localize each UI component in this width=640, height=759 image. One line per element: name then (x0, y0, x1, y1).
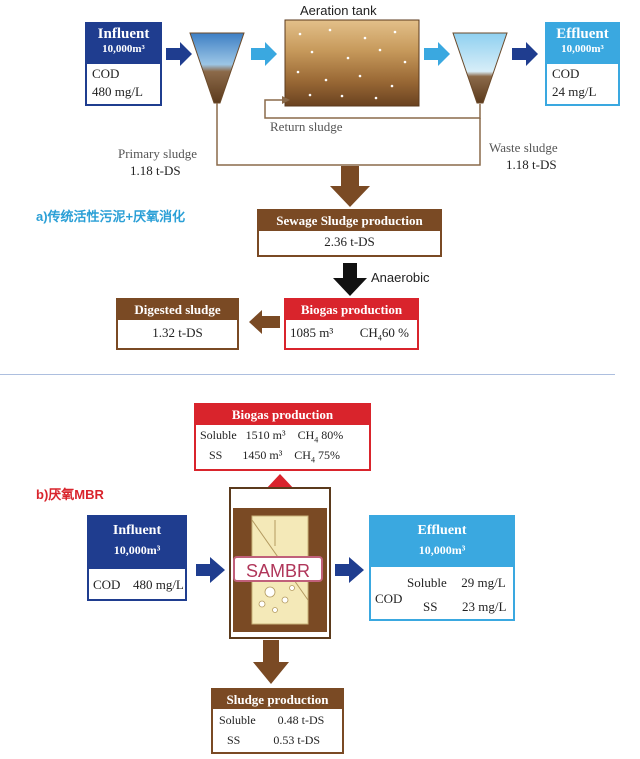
biogas-title-a: Biogas production (286, 300, 417, 320)
biogas-row-ch4: CH (294, 448, 311, 463)
reactor-bubbles (258, 585, 295, 613)
biogas-volume-a: 1085 m³ (290, 325, 334, 340)
biogas-title-b: Biogas production (196, 405, 369, 425)
sludge-row-soluble: Soluble 0.48 t-DS (213, 709, 342, 728)
effluent-flow-b: 10,000m³ (418, 543, 466, 557)
primary-clarifier (189, 32, 245, 104)
panel-a-label: a)传统活性污泥+厌氧消化 (36, 209, 186, 224)
influent-box-b: Influent 10,000m³ COD 480 mg/L (87, 515, 187, 601)
influent-param-b: COD (93, 577, 121, 592)
influent-value-b: 480 mg/L (132, 577, 184, 592)
anaerobic-arrow (333, 263, 367, 296)
flow-arrow-4 (512, 42, 538, 66)
aeration-tank (284, 19, 420, 107)
influent-title-b: Influent (112, 523, 162, 538)
biogas-ch4-label-a: CH (359, 325, 378, 340)
effluent-box-a: Effluent 10,000m³ COD 24 mg/L (545, 22, 620, 106)
effluent-title-b: Effluent (417, 523, 467, 538)
biogas-row-ch4: CH (297, 428, 315, 442)
biogas-row-volume: 1510 m³ (245, 428, 286, 442)
sludge-production-box: Sludge production Soluble 0.48 t-DS SS 0… (211, 688, 344, 754)
biogas-ch4-value-a: 60 % (381, 325, 409, 340)
influent-value: 480 mg/L (92, 84, 143, 99)
sludge-row-value: 0.48 t-DS (277, 713, 325, 727)
effluent-param-b: COD (375, 591, 403, 606)
primary-sludge-value: 1.18 t-DS (130, 163, 181, 178)
influent-title: Influent (97, 26, 150, 42)
biogas-row-volume: 1450 m³ (242, 448, 283, 463)
flow-arrow-1 (166, 42, 192, 66)
aeration-bubbles (296, 28, 407, 100)
influent-arrow-b (196, 557, 225, 583)
effluent-title: Effluent (556, 26, 609, 42)
biogas-row-soluble: Soluble 1510 m³ CH4 80% (196, 425, 369, 444)
effluent-box-b: Effluent 10,000m³ COD Soluble 29 mg/L SS… (369, 515, 515, 621)
return-sludge-line (264, 99, 481, 119)
effluent-value: 24 mg/L (552, 84, 597, 99)
sludge-row-ss: SS 0.53 t-DS (213, 728, 342, 748)
biogas-row-pct: 75% (317, 448, 340, 463)
effluent-soluble-label: Soluble (407, 575, 447, 590)
biogas-box-a: Biogas production 1085 m³ CH460 % (284, 298, 419, 350)
primary-sludge-line (216, 103, 350, 166)
digested-arrow (249, 310, 280, 334)
anaerobic-label: Anaerobic (371, 270, 430, 285)
biogas-row-ch4-sub: 4 (310, 455, 315, 465)
digested-sludge-box: Digested sludge 1.32 t-DS (116, 298, 239, 350)
sludge-row-type: SS (227, 733, 241, 747)
biogas-row-pct: 80% (321, 428, 344, 442)
waste-sludge-line (350, 118, 481, 166)
biogas-row-type: SS (209, 448, 223, 463)
sludge-row-type: Soluble (219, 713, 256, 727)
influent-flow-b: 10,000m³ (113, 543, 161, 557)
secondary-clarifier (452, 32, 508, 104)
effluent-ss-value: 23 mg/L (461, 599, 507, 614)
return-sludge-label: Return sludge (270, 119, 343, 134)
influent-param: COD (92, 66, 120, 81)
biogas-box-b: Biogas production Soluble 1510 m³ CH4 80… (194, 403, 371, 471)
flow-arrow-2 (251, 42, 277, 66)
primary-sludge-label: Primary sludge (118, 146, 198, 161)
sewage-sludge-box: Sewage Sludge production 2.36 t-DS (257, 209, 442, 257)
biogas-ch4-sub-a: 4 (377, 333, 382, 343)
panel-a-graphics (0, 19, 615, 375)
waste-sludge-label: Waste sludge (489, 140, 558, 155)
digested-title: Digested sludge (118, 300, 237, 320)
influent-flow: 10,000m³ (102, 43, 145, 55)
digested-value: 1.32 t-DS (152, 325, 203, 340)
aeration-tank-label: Aeration tank (300, 3, 377, 18)
sewage-sludge-value: 2.36 t-DS (324, 234, 375, 249)
sludge-production-title: Sludge production (213, 690, 342, 709)
effluent-soluble-value: 29 mg/L (461, 575, 506, 590)
sludge-down-arrow (330, 166, 370, 207)
sambr-label: SAMBR (233, 556, 323, 582)
biogas-row-ss: SS 1450 m³ CH4 75% (196, 444, 369, 464)
sewage-sludge-title: Sewage Sludge production (259, 211, 440, 231)
effluent-ss-label: SS (423, 599, 438, 614)
effluent-arrow-b (335, 557, 364, 583)
sludge-down-arrow-b (253, 640, 289, 684)
flow-arrow-3 (424, 42, 450, 66)
influent-box-a: Influent 10,000m³ COD 480 mg/L (85, 22, 162, 106)
panel-b-label: b)厌氧MBR (36, 487, 104, 502)
biogas-row-ch4-sub: 4 (314, 435, 319, 445)
sludge-row-value: 0.53 t-DS (273, 733, 321, 747)
biogas-row-type: Soluble (200, 428, 237, 442)
effluent-param: COD (552, 66, 580, 81)
waste-sludge-value: 1.18 t-DS (506, 157, 557, 172)
effluent-flow: 10,000m³ (561, 43, 604, 55)
